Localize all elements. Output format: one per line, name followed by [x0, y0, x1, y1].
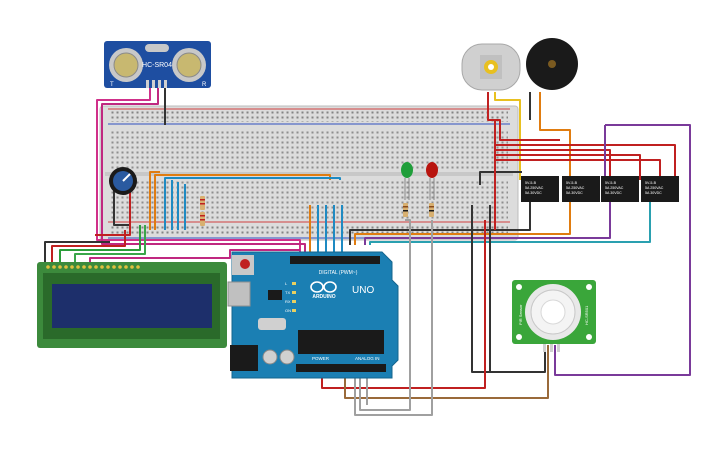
arduino-led-label: ON — [285, 308, 291, 313]
pir-label-right: HC-SR501 — [584, 305, 589, 325]
ultrasonic-label: HC-SR04 — [142, 62, 172, 69]
relay-label: 5A 30VDC — [605, 191, 622, 195]
arduino-uno: DIGITAL (PWM~) ARDUINO UNO POWER ANALOG … — [227, 251, 399, 379]
buzzer — [526, 38, 578, 90]
arduino-led-label: RX — [285, 299, 291, 304]
arduino-status-led — [292, 309, 296, 312]
wire-grey-1 — [359, 219, 411, 411]
lcd-pin — [124, 265, 128, 269]
lcd-pin — [136, 265, 140, 269]
wire-relay-black — [479, 171, 522, 185]
relay-label: 5V-5-B — [525, 181, 537, 185]
wires — [44, 88, 691, 416]
wire-magenta-2 — [101, 88, 306, 255]
relay-label: 5A 30VDC — [645, 191, 662, 195]
arduino-digital-label: DIGITAL (PWM~) — [319, 270, 358, 276]
arduino-model: UNO — [352, 285, 374, 296]
relay-label: 5V-5-B — [645, 181, 657, 185]
wire-lcd-black — [44, 241, 110, 262]
relay-label: 5V-5-B — [566, 181, 578, 185]
relay-label: 5A 30VDC — [566, 191, 583, 195]
arduino-status-led — [292, 300, 296, 303]
arduino-status-led — [292, 282, 296, 285]
wire-relay-black2 — [349, 200, 531, 245]
wire-pot-red — [95, 190, 131, 236]
relay-label: 5A 250VAC — [645, 186, 664, 190]
lcd-pin — [58, 265, 62, 269]
wire-relay-purple3 — [364, 200, 611, 245]
wire-relay-purple — [554, 124, 691, 376]
wire-relay-orange — [354, 200, 571, 245]
relay-label: 5A 250VAC — [566, 186, 585, 190]
wire-relay-red2 — [495, 154, 641, 180]
ultrasonic-t-label: T — [110, 82, 114, 88]
ultrasonic-r-label: R — [202, 82, 207, 88]
lcd-pin — [106, 265, 110, 269]
lcd-pin — [64, 265, 68, 269]
wire-blue-a — [164, 177, 341, 230]
wire-pir-black — [471, 205, 546, 373]
led-red — [426, 162, 438, 200]
lcd-pin — [118, 265, 122, 269]
led-green — [401, 162, 413, 200]
resistor-3 — [200, 196, 205, 210]
relay-label: 5A 250VAC — [525, 186, 544, 190]
arduino-brand: ARDUINO — [312, 294, 335, 300]
lcd-pin — [112, 265, 116, 269]
arduino-power-label: POWER — [312, 356, 330, 361]
wire-motor-red — [487, 92, 560, 141]
lcd-pin — [76, 265, 80, 269]
wire-relay-teal — [369, 200, 651, 245]
arduino-led-label: TX — [285, 290, 290, 295]
wire-lcd-green2 — [74, 225, 146, 262]
lcd-display — [37, 262, 227, 348]
lcd-pin — [88, 265, 92, 269]
lcd-pin — [52, 265, 56, 269]
potentiometer — [109, 167, 137, 195]
lcd-pin — [94, 265, 98, 269]
wire-relay-red1 — [495, 149, 611, 180]
wire-orange-a — [149, 171, 160, 230]
arduino-analog-label: ANALOG IN — [355, 356, 380, 361]
wire-buzzer-orange — [539, 92, 571, 180]
wire-pot-black — [113, 190, 130, 226]
lcd-pin — [46, 265, 50, 269]
relay-label: 5A 30VDC — [525, 191, 542, 195]
arduino-status-led — [292, 291, 296, 294]
wire-lcd-magenta — [89, 249, 300, 262]
wire-lcd-green1 — [59, 225, 141, 262]
ultrasonic-sensor: HC-SR04 T R — [104, 41, 211, 88]
pir-label-left: PIR Sensor — [518, 304, 523, 325]
lcd-pin — [70, 265, 74, 269]
arduino-led-label: L — [285, 281, 288, 286]
lcd-pin — [130, 265, 134, 269]
pir-sensor: PIR Sensor HC-SR501 — [512, 280, 596, 352]
lcd-pin — [100, 265, 104, 269]
arduino-infinity-logo — [310, 281, 337, 293]
leds — [200, 162, 438, 226]
resistor-4 — [200, 212, 205, 226]
resistor-2 — [429, 203, 434, 217]
wire-grey-2 — [354, 220, 433, 416]
dc-motor — [461, 43, 521, 91]
relay-label: 5A 250VAC — [605, 186, 624, 190]
wire-lcd-red — [51, 230, 126, 262]
wire-relay-red3 — [495, 159, 661, 180]
relay-label: 5V-5-B — [605, 181, 617, 185]
wire-magenta-1 — [96, 88, 301, 255]
lcd-pin — [82, 265, 86, 269]
resistor-1 — [403, 203, 408, 217]
wire-relay-red4 — [495, 144, 676, 180]
